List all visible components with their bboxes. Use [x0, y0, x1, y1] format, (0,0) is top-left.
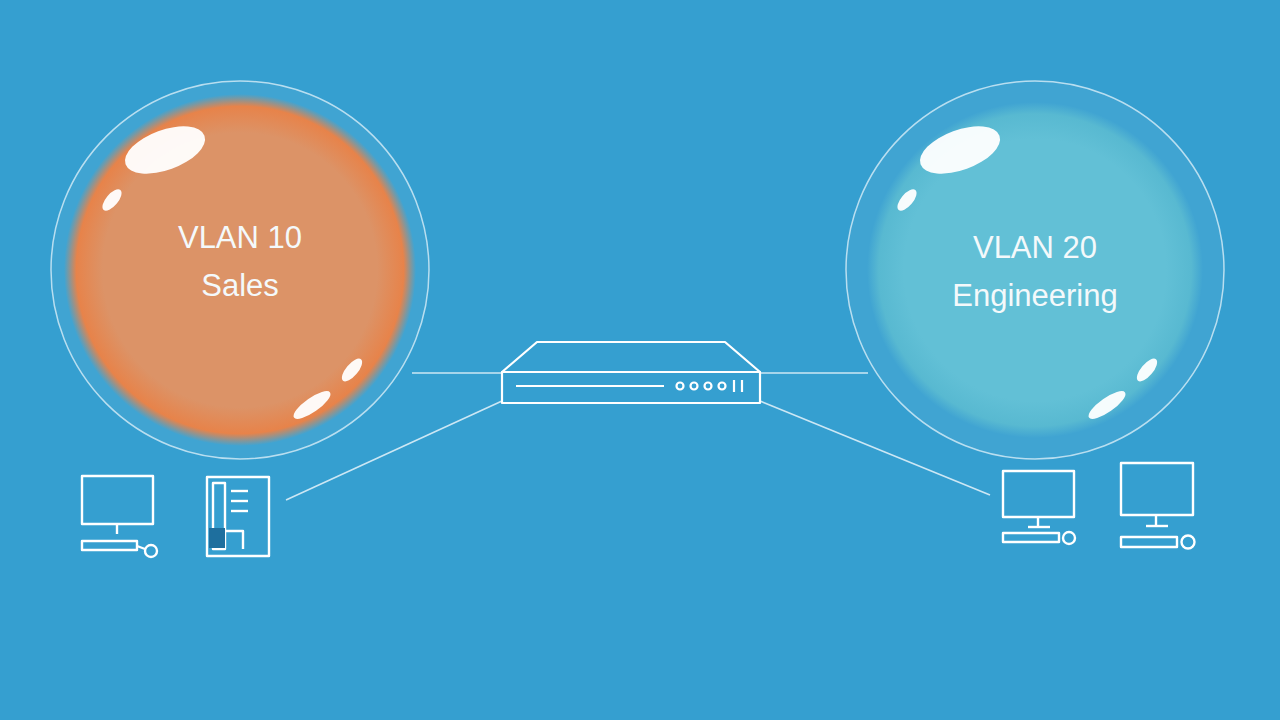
- switch-port: [719, 383, 726, 390]
- server-vent: [231, 490, 248, 492]
- switch-port: [705, 383, 712, 390]
- monitor-stand: [1155, 515, 1157, 526]
- bubble-highlight: [119, 117, 212, 183]
- computer-icon: [82, 476, 157, 557]
- monitor-stand: [1037, 517, 1039, 527]
- mouse: [145, 545, 157, 557]
- monitor-stand: [116, 524, 118, 534]
- bubble-highlight: [914, 117, 1007, 183]
- vlan-bubble: VLAN 10Sales: [50, 80, 430, 460]
- server-icon: [207, 477, 269, 556]
- computer-icon: [1003, 471, 1075, 544]
- bubble-fill: [64, 94, 416, 446]
- server-shade: [209, 528, 225, 548]
- wire: [760, 372, 868, 374]
- bubble-highlight: [338, 355, 365, 384]
- bubble-outline: [51, 81, 429, 459]
- bubble-highlight: [1133, 355, 1160, 384]
- bubble-outline: [846, 81, 1224, 459]
- monitor-stand: [1028, 526, 1050, 528]
- vlan-bubble: VLAN 20Engineering: [845, 80, 1225, 460]
- switch-body: [502, 372, 760, 403]
- bubble-highlight: [1085, 387, 1129, 424]
- vlan-label: Sales: [201, 262, 279, 310]
- bubble-highlight: [99, 186, 125, 214]
- monitor: [1121, 463, 1193, 515]
- bubble-highlight: [894, 186, 920, 214]
- mouse: [1182, 536, 1195, 549]
- network-wires: [286, 373, 990, 500]
- bubble-fill: [867, 102, 1203, 438]
- keyboard: [1003, 533, 1059, 542]
- network-switch: [502, 342, 760, 403]
- monitor: [1003, 471, 1074, 517]
- mouse-cable: [137, 546, 145, 549]
- bubble-highlight: [290, 387, 334, 424]
- monitor: [82, 476, 153, 524]
- monitor-stand: [1146, 525, 1168, 527]
- vlan-label: Engineering: [952, 272, 1117, 320]
- server-vent: [231, 510, 248, 512]
- switch-port: [733, 380, 735, 392]
- wire: [412, 372, 502, 374]
- computer-icon: [1121, 463, 1195, 549]
- switch-top: [502, 342, 760, 372]
- vlan-label: VLAN 10: [178, 214, 302, 262]
- mouse: [1063, 532, 1075, 544]
- switch-slot: [516, 385, 664, 387]
- bubble-shape: [845, 80, 1225, 460]
- vlan-label: VLAN 20: [973, 224, 1097, 272]
- switch-port: [741, 380, 743, 392]
- switch-port: [677, 383, 684, 390]
- server-case: [207, 477, 269, 556]
- switch-port: [691, 383, 698, 390]
- server-vent: [231, 500, 248, 502]
- keyboard: [1121, 537, 1177, 547]
- keyboard: [82, 541, 137, 550]
